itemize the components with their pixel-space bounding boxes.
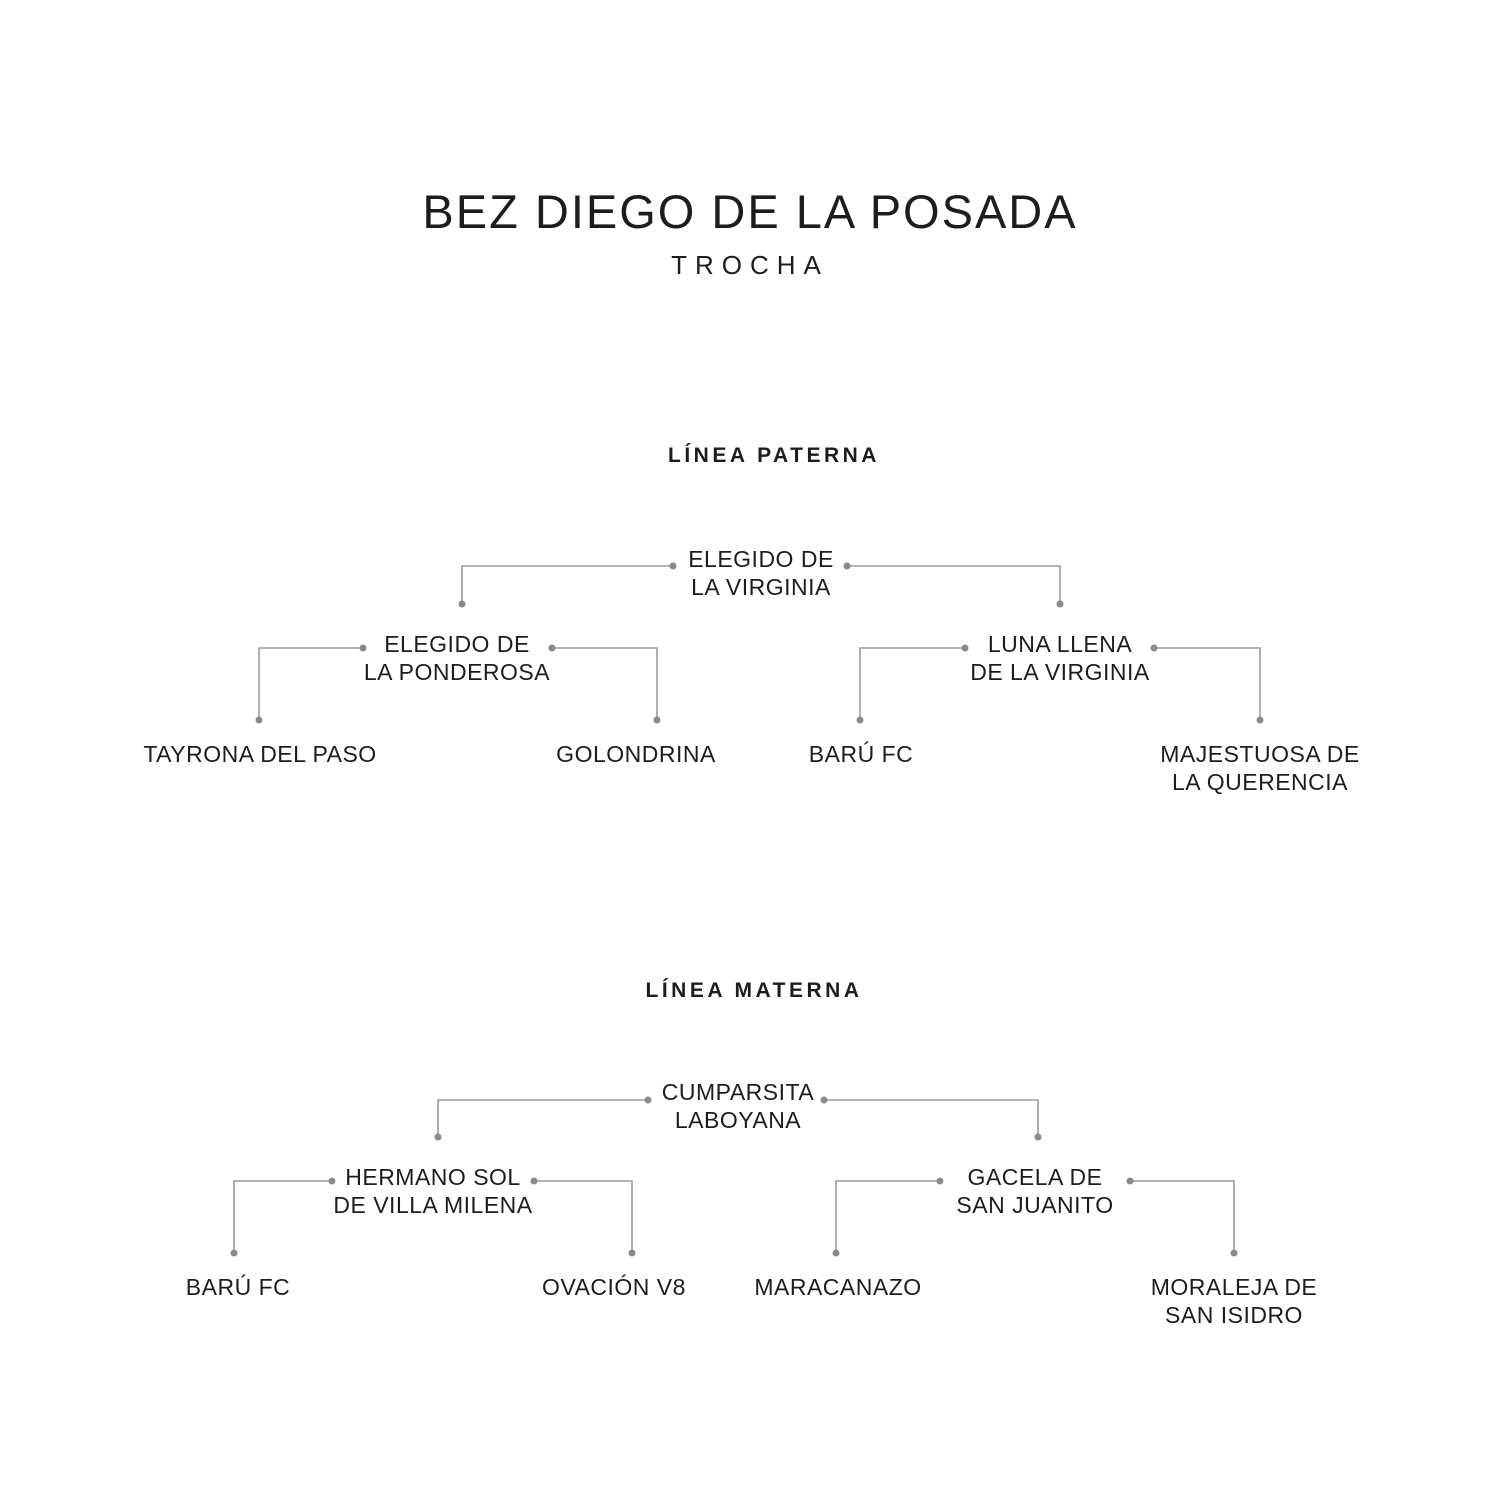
connector-maternal-dam-damsire — [832, 1177, 944, 1257]
connector-line — [824, 1099, 1039, 1137]
connector-dot-start — [961, 644, 969, 652]
node-paternal-sire-sire: TAYRONA DEL PASO — [143, 740, 376, 768]
connector-dot-start — [548, 644, 556, 652]
page-subtitle: TROCHA — [671, 250, 829, 280]
connector-line — [258, 647, 363, 720]
node-name-line: ELEGIDO DE — [688, 546, 834, 572]
node-paternal-dam: LUNA LLENA DE LA VIRGINIA — [970, 630, 1150, 686]
node-paternal-sire-dam: GOLONDRINA — [556, 740, 716, 768]
connector-dot-end — [434, 1133, 442, 1141]
connector-dot-start — [359, 644, 367, 652]
connector-dot-end — [653, 716, 661, 724]
node-name-line: SAN ISIDRO — [1165, 1302, 1303, 1328]
section-heading-maternal: LÍNEA MATERNA — [645, 979, 863, 1002]
connector-paternal-sire-siredam — [548, 644, 661, 724]
connector-dot-end — [1056, 600, 1064, 608]
node-name-line: BARÚ FC — [808, 741, 914, 767]
connector-dot-end — [856, 716, 864, 724]
connector-line — [534, 1180, 633, 1253]
node-name-line: LA VIRGINIA — [691, 574, 831, 600]
node-name-line: LABOYANA — [674, 1107, 802, 1133]
connector-maternal-sire-siredam — [530, 1177, 636, 1257]
connector-line — [233, 1180, 332, 1253]
node-name-line: BARÚ FC — [185, 1274, 291, 1300]
node-maternal-sire-dam: OVACIÓN V8 — [542, 1273, 686, 1301]
connector-dot-end — [1230, 1249, 1238, 1257]
connector-paternal-sire-siresire — [255, 644, 367, 724]
connector-dot-end — [1034, 1133, 1042, 1141]
node-name-line: ELEGIDO DE — [384, 631, 530, 657]
node-maternal-sire-sire: BARÚ FC — [186, 1273, 290, 1301]
connector-line — [1154, 647, 1261, 720]
node-name-line: LA QUERENCIA — [1171, 769, 1348, 795]
connector-dot-end — [832, 1249, 840, 1257]
connector-dot-end — [458, 600, 466, 608]
node-paternal-root: ELEGIDO DE LA VIRGINIA — [688, 545, 834, 601]
node-paternal-sire: ELEGIDO DE LA PONDEROSA — [364, 630, 550, 686]
node-name-line: LA PONDEROSA — [363, 659, 551, 685]
node-maternal-dam-sire: MARACANAZO — [754, 1273, 921, 1301]
connector-dot-end — [230, 1249, 238, 1257]
node-name-line: SAN JUANITO — [956, 1192, 1114, 1218]
connector-paternal-dam-damsire — [856, 644, 969, 724]
connector-paternal-dam-damdam — [1150, 644, 1264, 724]
node-paternal-dam-dam: MAJESTUOSA DE LA QUERENCIA — [1160, 740, 1359, 796]
node-name-line: MAJESTUOSA DE — [1160, 741, 1360, 767]
connector-line — [1130, 1180, 1235, 1253]
node-maternal-dam: GACELA DE SAN JUANITO — [956, 1163, 1113, 1219]
node-name-line: MARACANAZO — [754, 1274, 922, 1300]
node-name-line: GOLONDRINA — [556, 741, 716, 767]
node-name-line: DE LA VIRGINIA — [970, 659, 1150, 685]
node-maternal-root: CUMPARSITA LABOYANA — [662, 1078, 814, 1134]
node-paternal-dam-sire: BARÚ FC — [809, 740, 913, 768]
connector-dot-start — [530, 1177, 538, 1185]
connector-dot-start — [669, 562, 677, 570]
connector-line — [835, 1180, 940, 1253]
connector-line — [552, 647, 658, 720]
connector-dot-start — [820, 1096, 828, 1104]
connector-dot-start — [328, 1177, 336, 1185]
connector-line — [437, 1099, 648, 1137]
connector-line — [859, 647, 965, 720]
connector-dot-start — [936, 1177, 944, 1185]
connector-line — [847, 565, 1061, 604]
connector-line — [461, 565, 673, 604]
connector-dot-start — [843, 562, 851, 570]
connector-dot-start — [1150, 644, 1158, 652]
node-maternal-sire: HERMANO SOL DE VILLA MILENA — [333, 1163, 532, 1219]
node-name-line: DE VILLA MILENA — [333, 1192, 533, 1218]
connector-maternal-root-sire — [434, 1096, 652, 1141]
node-name-line: CUMPARSITA — [661, 1079, 815, 1105]
connector-paternal-root-dam — [843, 562, 1064, 608]
connector-dot-end — [255, 716, 263, 724]
connector-maternal-dam-damdam — [1126, 1177, 1238, 1257]
node-name-line: TAYRONA DEL PASO — [143, 741, 377, 767]
node-name-line: HERMANO SOL — [345, 1164, 521, 1190]
connector-paternal-root-sire — [458, 562, 677, 608]
connector-dot-start — [1126, 1177, 1134, 1185]
node-maternal-dam-dam: MORALEJA DE SAN ISIDRO — [1151, 1273, 1318, 1329]
connector-maternal-sire-siresire — [230, 1177, 336, 1257]
node-name-line: OVACIÓN V8 — [542, 1274, 686, 1300]
connector-maternal-root-dam — [820, 1096, 1042, 1141]
connector-dot-end — [1256, 716, 1264, 724]
node-name-line: LUNA LLENA — [987, 631, 1133, 657]
connector-dot-end — [628, 1249, 636, 1257]
node-name-line: GACELA DE — [967, 1164, 1103, 1190]
node-name-line: MORALEJA DE — [1150, 1274, 1318, 1300]
connector-dot-start — [644, 1096, 652, 1104]
page-title: BEZ DIEGO DE LA POSADA — [422, 185, 1078, 238]
section-heading-paternal: LÍNEA PATERNA — [668, 444, 880, 467]
